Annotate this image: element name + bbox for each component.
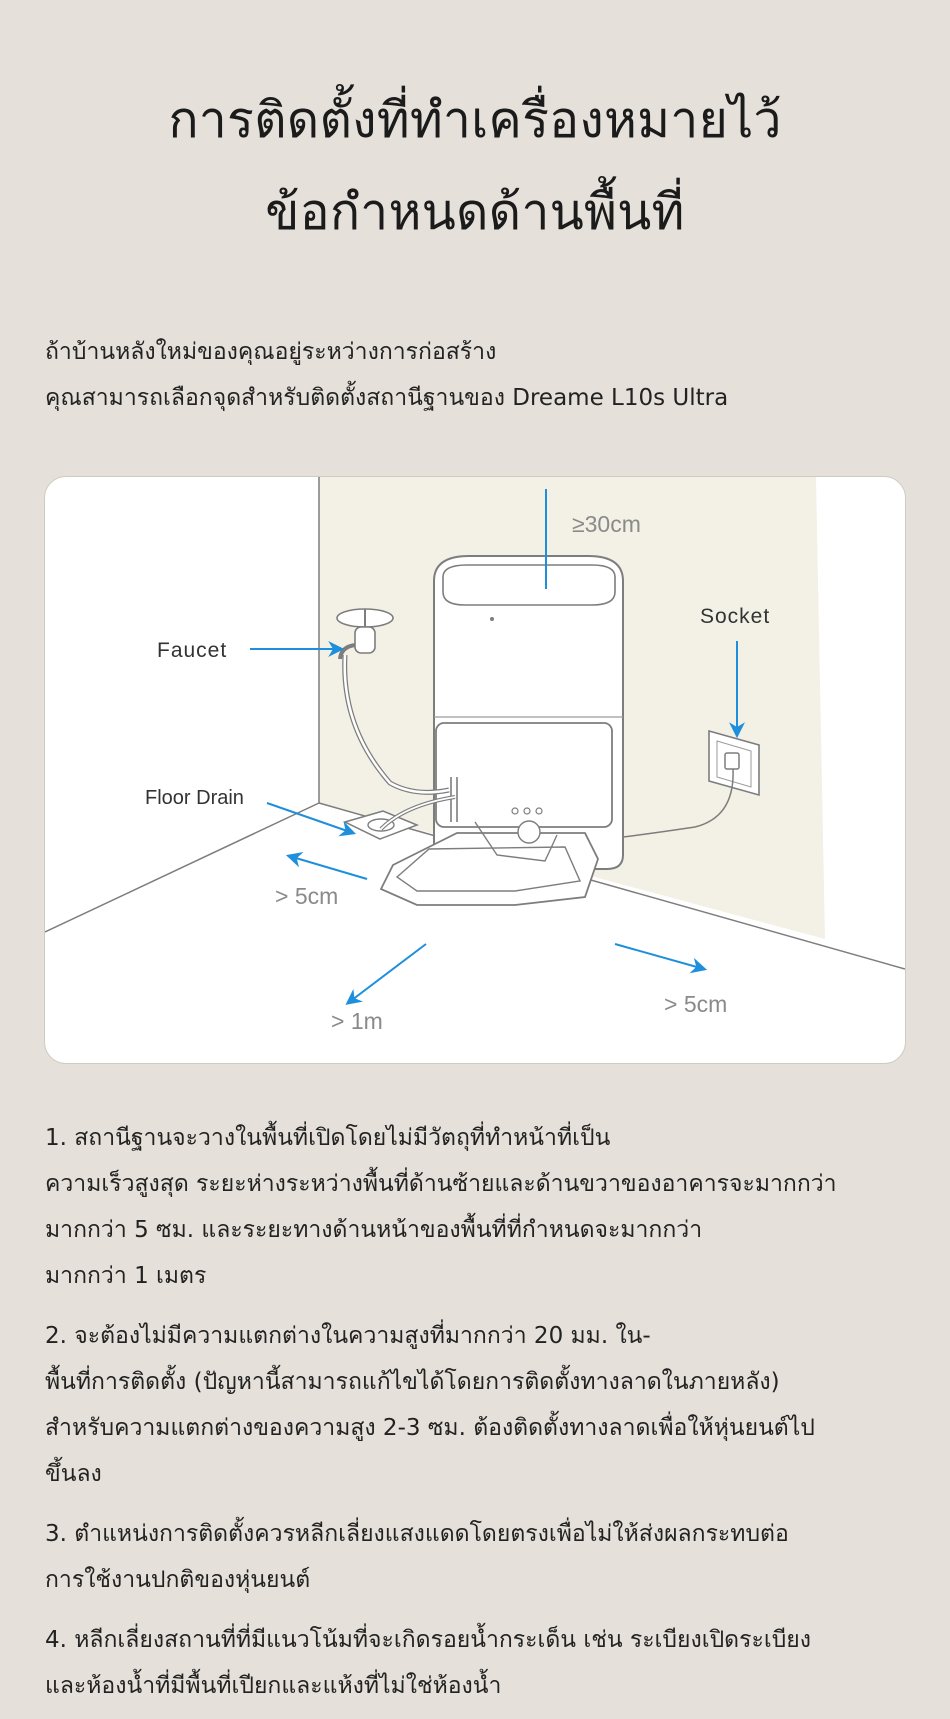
requirement-item-1: 1. สถานีฐานจะวางในพื้นที่เปิดโดยไม่มีวัต…	[45, 1115, 905, 1299]
floor-drain-arrow	[266, 802, 357, 837]
socket-label: Socket	[700, 605, 770, 628]
requirement-4-line-1: 4. หลีกเลี่ยงสถานที่ที่มีแนวโน้มที่จะเกิ…	[45, 1627, 811, 1653]
base-station	[379, 555, 624, 906]
requirement-item-4: 4. หลีกเลี่ยงสถานที่ที่มีแนวโน้มที่จะเกิ…	[45, 1617, 905, 1709]
installation-diagram: ≥30cm Faucet Socket Floor Drain > 5cm > …	[44, 476, 906, 1064]
requirement-1-line-4: มากกว่า 1 เมตร	[45, 1263, 207, 1289]
faucet-label: Faucet	[157, 639, 227, 662]
socket-illustration	[622, 729, 760, 838]
requirement-4-line-2: และห้องน้ำที่มีพื้นที่เปียกและแห้งที่ไม่…	[45, 1673, 502, 1699]
floor-right-edge	[318, 802, 905, 970]
requirement-2-line-2: พื้นที่การติดตั้ง (ปัญหานี้สามารถแก้ไขได…	[45, 1369, 780, 1395]
right-clearance-label: > 5cm	[664, 991, 727, 1017]
requirement-2-line-4: ขึ้นลง	[45, 1461, 102, 1487]
requirement-2-line-3: สำหรับความแตกต่างของความสูง 2-3 ซม. ต้อง…	[45, 1415, 815, 1441]
requirements-list: 1. สถานีฐานจะวางในพื้นที่เปิดโดยไม่มีวัต…	[45, 1115, 905, 1709]
page-title-line-2: ข้อกำหนดด้านพื้นที่	[265, 183, 685, 241]
requirement-3-line-1: 3. ตำแหน่งการติดตั้งควรหลีกเลี่ยงแสงแดดโ…	[45, 1521, 789, 1547]
requirement-2-line-1: 2. จะต้องไม่มีความแตกต่างในความสูงที่มาก…	[45, 1323, 651, 1349]
faucet-illustration	[336, 608, 450, 795]
top-clearance-label: ≥30cm	[572, 511, 641, 537]
front-clearance-label: > 1m	[331, 1008, 383, 1034]
right-clearance-arrow	[614, 943, 708, 974]
intro-line-2: คุณสามารถเลือกจุดสำหรับติดตั้งสถานีฐานขอ…	[45, 385, 729, 411]
left-clearance-label: > 5cm	[275, 883, 338, 909]
front-clearance-arrow	[345, 943, 427, 1005]
requirement-3-line-2: การใช้งานปกติของหุ่นยนต์	[45, 1567, 311, 1593]
page-title-line-1: การติดตั้งที่ทำเครื่องหมายไว้	[168, 91, 782, 149]
floor-drain-illustration	[342, 795, 456, 840]
requirement-item-2: 2. จะต้องไม่มีความแตกต่างในความสูงที่มาก…	[45, 1313, 905, 1497]
requirement-1-line-2: ความเร็วสูงสุด ระยะห่างระหว่างพื้นที่ด้า…	[45, 1171, 837, 1197]
requirement-item-3: 3. ตำแหน่งการติดตั้งควรหลีกเลี่ยงแสงแดดโ…	[45, 1511, 905, 1603]
floor-left-edge	[45, 802, 320, 933]
floor-drain-label: Floor Drain	[145, 787, 244, 809]
installation-diagram-svg: ≥30cm Faucet Socket Floor Drain > 5cm > …	[45, 477, 905, 1034]
requirement-1-line-3: มากกว่า 5 ซม. และระยะทางด้านหน้าของพื้นท…	[45, 1217, 703, 1243]
left-clearance-arrow	[285, 851, 368, 880]
intro-line-1: ถ้าบ้านหลังใหม่ของคุณอยู่ระหว่างการก่อสร…	[45, 339, 497, 365]
requirement-1-line-1: 1. สถานีฐานจะวางในพื้นที่เปิดโดยไม่มีวัต…	[45, 1125, 611, 1151]
